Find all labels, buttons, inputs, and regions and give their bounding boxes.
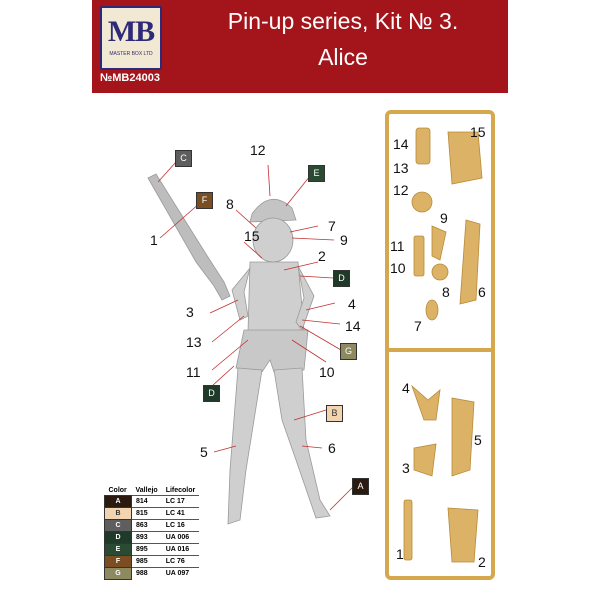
sprue-label-7: 7: [414, 318, 422, 334]
figure-label-11: 11: [186, 364, 201, 380]
figure-label-10: 10: [319, 364, 335, 380]
table-row: G 988 UA 097: [104, 567, 200, 580]
vallejo-code: 988: [131, 567, 162, 580]
sprue-part-5: [451, 397, 475, 477]
color-callout-f: F: [196, 192, 213, 209]
right-leg-shape: [273, 367, 331, 519]
color-callout-a: A: [352, 478, 369, 495]
vallejo-code: 863: [131, 519, 162, 532]
sprue-part-6: [459, 219, 481, 305]
sprue-label-14: 14: [393, 136, 409, 152]
figure-label-5: 5: [200, 444, 208, 460]
table-row: A 814 LC 17: [104, 495, 200, 508]
color-callout-d-upper: D: [333, 270, 350, 287]
lifecolor-code: UA 006: [161, 531, 200, 544]
sprue-part-2: [447, 507, 479, 563]
paint-color-table: Color Vallejo Lifecolor A 814 LC 17 B 81…: [104, 486, 200, 580]
title-line-1: Pin-up series, Kit № 3.: [227, 8, 459, 34]
sprue-label-6: 6: [478, 284, 486, 300]
sprue-label-9: 9: [440, 210, 448, 226]
catalog-number: №MB24003: [100, 72, 160, 84]
color-callout-e: E: [308, 165, 325, 182]
sprue-part-15: [447, 131, 483, 185]
figure-label-8: 8: [226, 196, 234, 212]
table-row: D 893 UA 006: [104, 531, 200, 544]
lifecolor-code: UA 097: [161, 567, 200, 580]
sprue-part-9: [431, 225, 447, 261]
lifecolor-code: UA 016: [161, 543, 200, 556]
figure-label-9: 9: [340, 232, 348, 248]
column-header: Vallejo: [135, 487, 158, 494]
right-arm-shape: [295, 265, 315, 331]
figure-label-3: 3: [186, 304, 194, 320]
figure-label-14: 14: [345, 318, 361, 334]
header-banner: MB MASTER BOX LTD №MB24003 Pin-up series…: [92, 0, 508, 93]
left-arm-shape: [231, 267, 251, 321]
logo-mark: MB: [107, 15, 155, 48]
table-header-row: Color Vallejo Lifecolor: [105, 486, 200, 496]
master-box-logo: MB MASTER BOX LTD: [100, 6, 162, 70]
logo-subtitle: MASTER BOX LTD: [109, 51, 153, 57]
color-swatch: D: [104, 531, 132, 544]
figure-label-2: 2: [318, 248, 326, 264]
color-swatch: G: [104, 567, 132, 580]
figure-label-12: 12: [250, 142, 266, 158]
sprue-part-12: [411, 191, 433, 213]
color-callout-c: C: [175, 150, 192, 167]
sprue-part-14: [415, 127, 431, 165]
sprue-label-2: 2: [478, 554, 486, 570]
lifecolor-code: LC 17: [161, 495, 200, 508]
sprue-label-10: 10: [390, 260, 406, 276]
sprue-label-8: 8: [442, 284, 450, 300]
column-header: Lifecolor: [165, 487, 196, 494]
color-swatch: B: [104, 507, 132, 520]
color-callout-g: G: [340, 343, 357, 360]
sprue-part-7: [425, 299, 439, 321]
sprue-part-8: [431, 263, 449, 281]
figure-label-4: 4: [348, 296, 356, 312]
sprue-part-4: [411, 384, 441, 421]
sprue-label-1: 1: [396, 546, 404, 562]
lifecolor-code: LC 76: [161, 555, 200, 568]
vallejo-code: 895: [131, 543, 162, 556]
figure-label-15: 15: [244, 228, 260, 244]
figure-label-1: 1: [150, 232, 158, 248]
sprue-label-4: 4: [402, 380, 410, 396]
vallejo-code: 985: [131, 555, 162, 568]
sprue-label-3: 3: [402, 460, 410, 476]
sprue-part-11: [413, 235, 425, 277]
sprue-part-1: [403, 499, 413, 561]
sprue-label-12: 12: [393, 182, 409, 198]
figure-label-6: 6: [328, 440, 336, 456]
table-row: B 815 LC 41: [104, 507, 200, 520]
sprue-label-13: 13: [393, 160, 409, 176]
color-callout-d-lower: D: [203, 385, 220, 402]
lifecolor-code: LC 16: [161, 519, 200, 532]
figure-label-7: 7: [328, 218, 336, 234]
column-header: Color: [108, 487, 127, 494]
figure-label-13: 13: [186, 334, 202, 350]
color-swatch: E: [104, 543, 132, 556]
vallejo-code: 893: [131, 531, 162, 544]
sprue-part-3: [413, 443, 437, 477]
sprue-label-11: 11: [390, 238, 405, 254]
sprue-label-5: 5: [474, 432, 482, 448]
lifecolor-code: LC 41: [161, 507, 200, 520]
color-callout-b: B: [326, 405, 343, 422]
sprue-label-15: 15: [470, 124, 486, 140]
title-line-2: Alice: [318, 44, 368, 70]
helmet-shape: [249, 199, 297, 223]
rifle-shape: [147, 173, 231, 301]
left-leg-shape: [227, 367, 263, 525]
table-row: E 895 UA 016: [104, 543, 200, 556]
vallejo-code: 814: [131, 495, 162, 508]
vallejo-code: 815: [131, 507, 162, 520]
